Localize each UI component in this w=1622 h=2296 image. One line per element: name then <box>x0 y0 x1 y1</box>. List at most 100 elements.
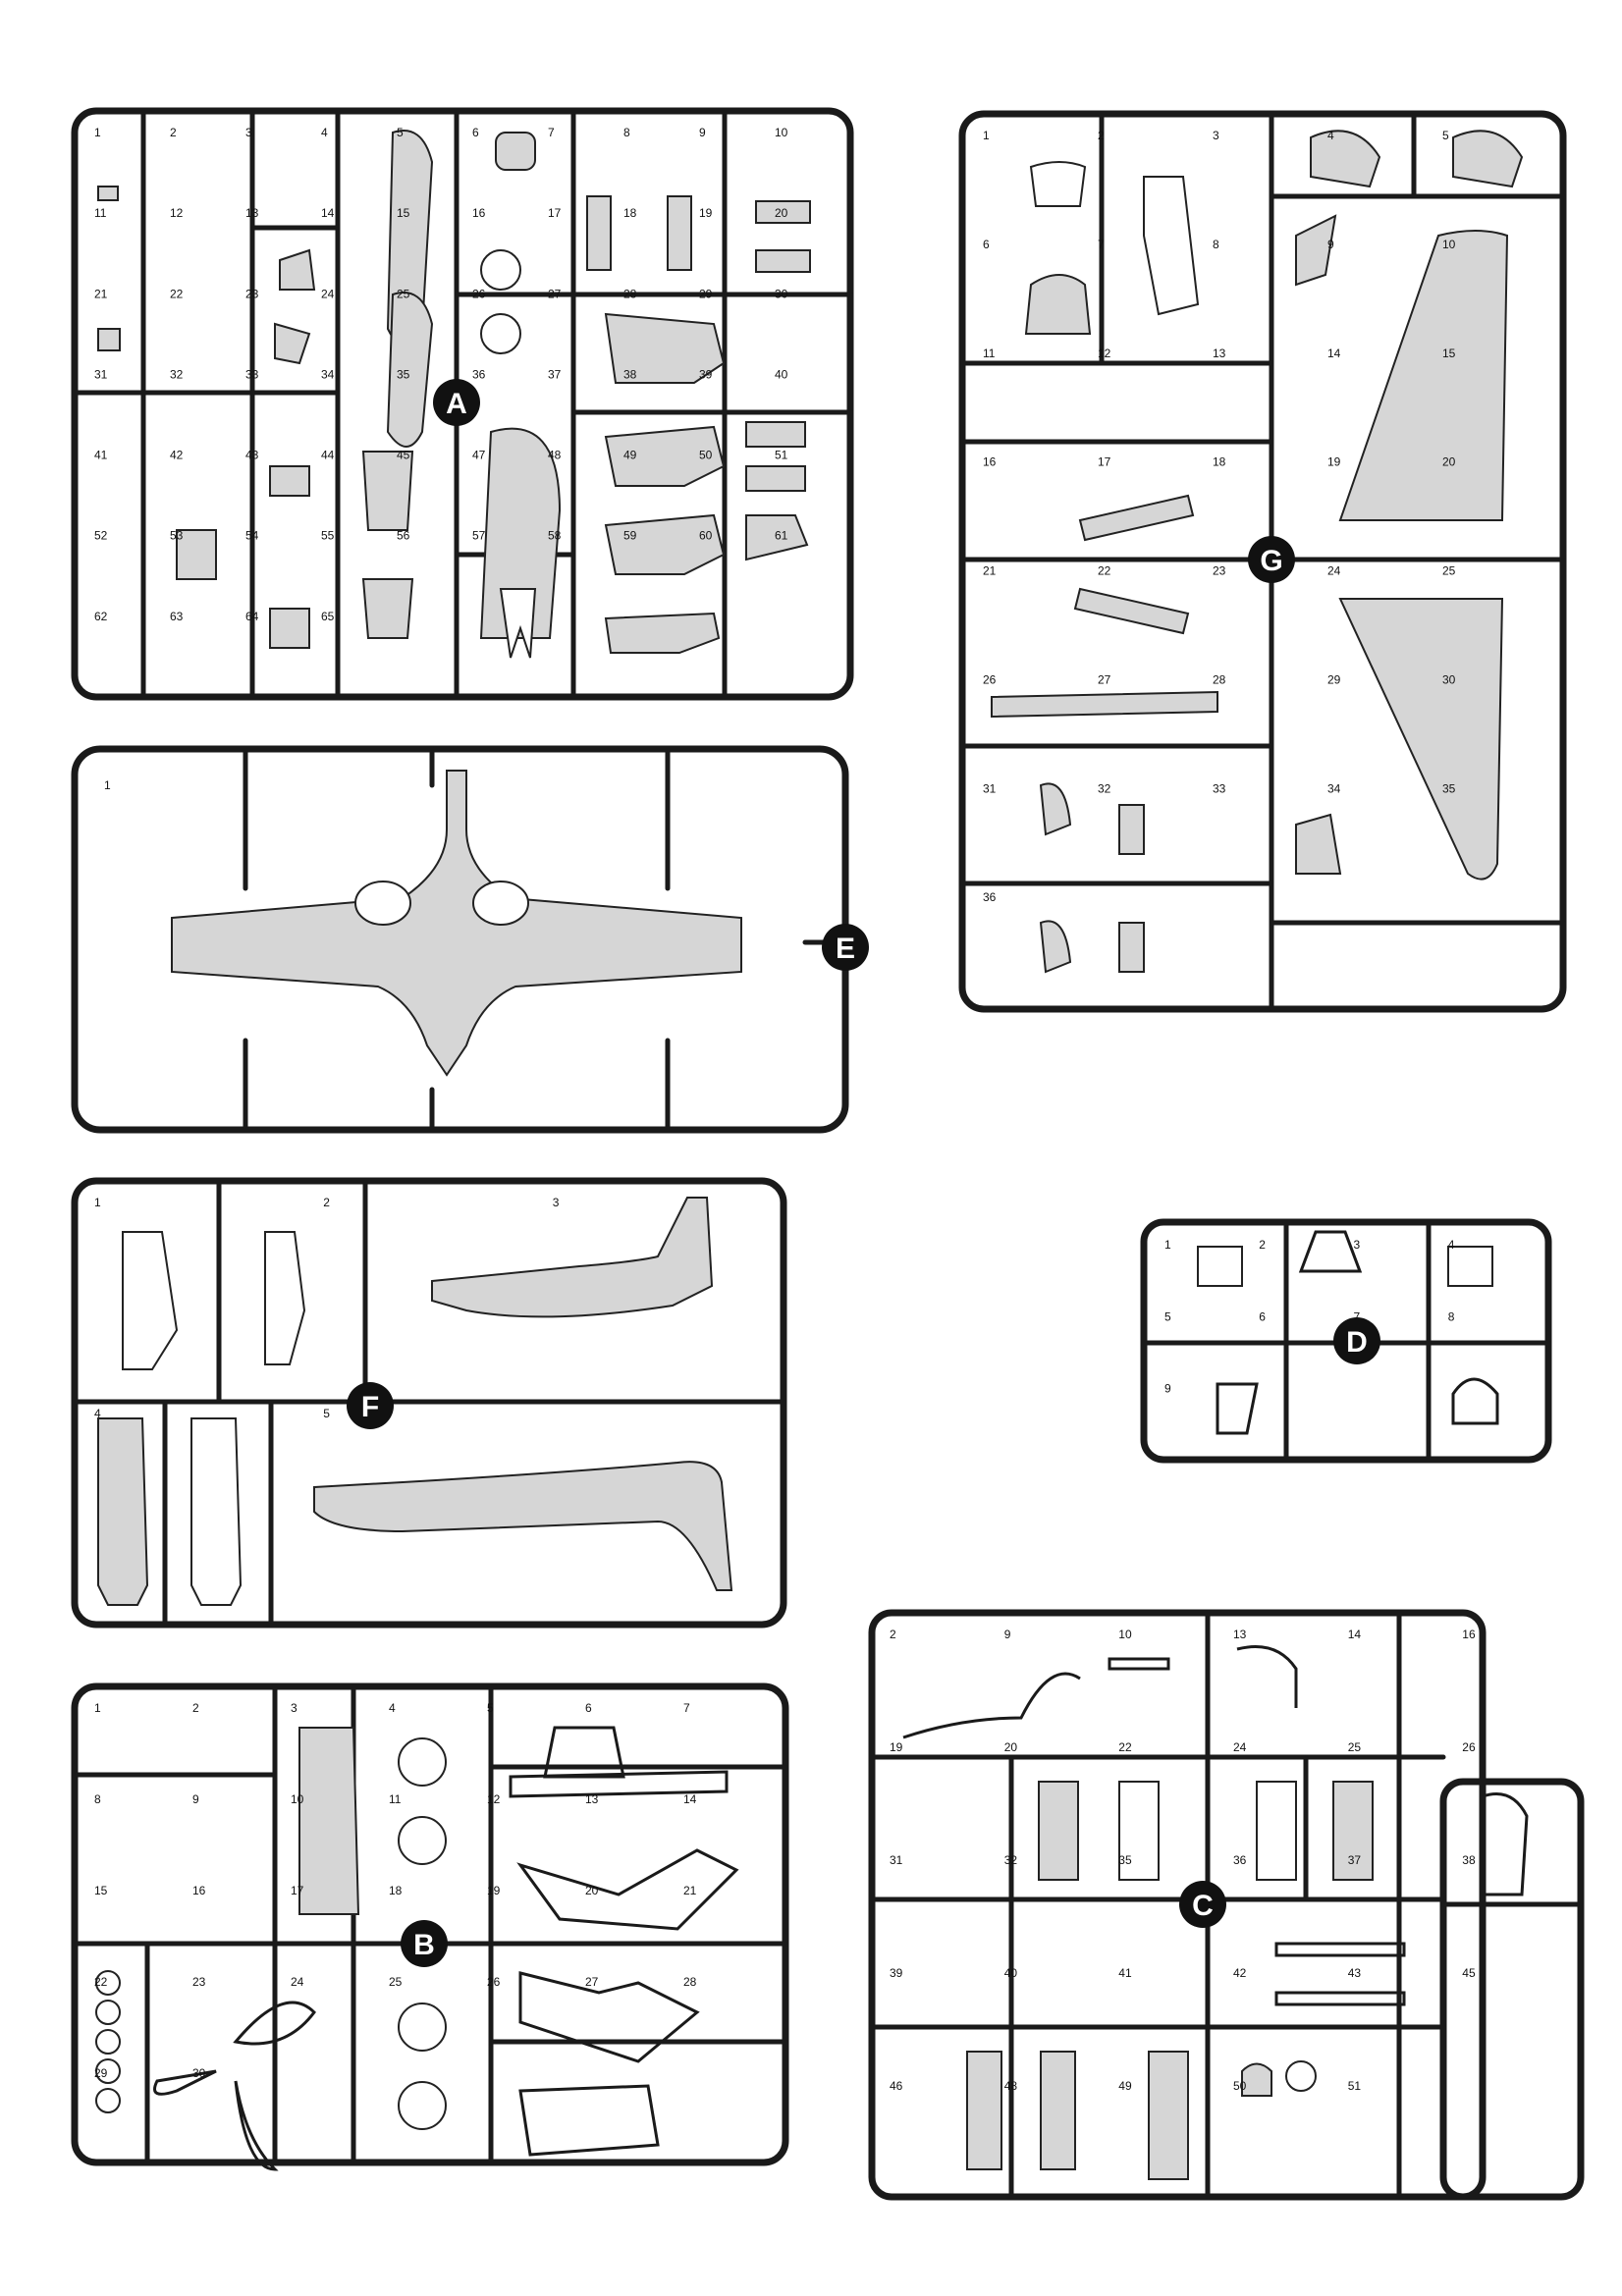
part-number-g-11: 11 <box>983 347 996 360</box>
part-number-b-27: 27 <box>585 1975 599 1989</box>
part-number-a-27: 27 <box>548 287 562 300</box>
part-number-d-6: 6 <box>1259 1309 1266 1323</box>
part-number-a-4: 4 <box>321 126 328 139</box>
part-number-a-36: 36 <box>472 367 486 381</box>
part-number-d-4: 4 <box>1448 1238 1455 1252</box>
part-number-a-62: 62 <box>94 610 108 623</box>
part-number-b-22: 22 <box>94 1975 108 1989</box>
part-number-f-4: 4 <box>94 1407 101 1420</box>
part-number-b-19: 19 <box>487 1884 501 1897</box>
part-number-a-8: 8 <box>623 126 630 139</box>
part-number-g-6: 6 <box>983 238 990 251</box>
part-number-c-36: 36 <box>1233 1853 1247 1867</box>
sprue-c-letter: C <box>1192 1890 1214 1922</box>
part-number-a-42: 42 <box>170 449 184 462</box>
sprue-e-letter: E <box>836 933 855 965</box>
part-number-c-40: 40 <box>1004 1966 1018 1980</box>
part-number-c-13: 13 <box>1233 1628 1247 1641</box>
part-number-a-23: 23 <box>245 287 259 300</box>
part-number-a-1: 1 <box>94 126 101 139</box>
part-number-a-56: 56 <box>397 529 410 543</box>
part-number-a-31: 31 <box>94 367 108 381</box>
part-number-c-32: 32 <box>1004 1853 1018 1867</box>
part-number-c-22: 22 <box>1118 1740 1132 1754</box>
sprue-d: D <box>1140 1218 1552 1464</box>
part-number-c-31: 31 <box>890 1853 903 1867</box>
part-number-b-30: 30 <box>192 2066 206 2080</box>
part-number-b-25: 25 <box>389 1975 403 1989</box>
part-number-a-52: 52 <box>94 529 108 543</box>
sprue-g: G <box>958 110 1567 1013</box>
part-number-a-39: 39 <box>699 367 713 381</box>
part-number-c-41: 41 <box>1118 1966 1132 1980</box>
part-number-g-31: 31 <box>983 781 997 795</box>
part-number-g-22: 22 <box>1098 564 1111 578</box>
part-number-b-29: 29 <box>94 2066 108 2080</box>
part-number-b-3: 3 <box>291 1701 297 1715</box>
part-number-a-6: 6 <box>472 126 479 139</box>
sprue-c: C <box>868 1609 1585 2201</box>
part-number-g-1: 1 <box>983 129 990 142</box>
part-number-g-17: 17 <box>1098 455 1111 469</box>
part-number-b-9: 9 <box>192 1792 199 1806</box>
part-number-b-16: 16 <box>192 1884 206 1897</box>
part-number-a-32: 32 <box>170 367 184 381</box>
part-number-f-5: 5 <box>323 1407 330 1420</box>
part-number-c-24: 24 <box>1233 1740 1247 1754</box>
part-number-a-26: 26 <box>472 287 486 300</box>
part-number-b-8: 8 <box>94 1792 101 1806</box>
part-number-a-14: 14 <box>321 206 335 220</box>
part-number-a-35: 35 <box>397 367 410 381</box>
part-number-g-4: 4 <box>1327 129 1334 142</box>
part-number-c-19: 19 <box>890 1740 903 1754</box>
part-number-a-50: 50 <box>699 449 713 462</box>
part-number-a-25: 25 <box>397 287 410 300</box>
part-number-b-1: 1 <box>94 1701 101 1715</box>
part-number-c-10: 10 <box>1118 1628 1132 1641</box>
part-number-a-51: 51 <box>775 449 788 462</box>
part-number-a-22: 22 <box>170 287 184 300</box>
part-number-g-14: 14 <box>1327 347 1341 360</box>
part-number-a-63: 63 <box>170 610 184 623</box>
part-number-b-21: 21 <box>683 1884 697 1897</box>
part-number-d-3: 3 <box>1354 1238 1361 1252</box>
part-number-c-50: 50 <box>1233 2079 1247 2093</box>
part-number-b-4: 4 <box>389 1701 396 1715</box>
part-number-c-46: 46 <box>890 2079 903 2093</box>
part-number-f-3: 3 <box>553 1196 560 1209</box>
part-number-a-47: 47 <box>472 449 486 462</box>
part-number-b-5: 5 <box>487 1701 494 1715</box>
part-number-a-18: 18 <box>623 206 637 220</box>
part-number-a-44: 44 <box>321 449 335 462</box>
part-number-f-2: 2 <box>323 1196 330 1209</box>
part-number-a-29: 29 <box>699 287 713 300</box>
part-number-c-51: 51 <box>1348 2079 1362 2093</box>
sprue-b: B <box>71 1682 789 2171</box>
part-number-b-6: 6 <box>585 1701 592 1715</box>
part-number-g-23: 23 <box>1213 564 1226 578</box>
part-number-g-27: 27 <box>1098 672 1111 686</box>
part-number-a-45: 45 <box>397 449 410 462</box>
part-number-a-12: 12 <box>170 206 184 220</box>
part-number-b-23: 23 <box>192 1975 206 1989</box>
part-number-a-40: 40 <box>775 367 788 381</box>
part-number-a-10: 10 <box>775 126 788 139</box>
part-number-a-65: 65 <box>321 610 335 623</box>
sprue-f: F <box>71 1177 787 1629</box>
part-number-g-24: 24 <box>1327 564 1341 578</box>
part-number-g-35: 35 <box>1442 781 1456 795</box>
part-number-g-25: 25 <box>1442 564 1456 578</box>
part-number-g-34: 34 <box>1327 781 1341 795</box>
part-number-g-3: 3 <box>1213 129 1219 142</box>
part-number-a-61: 61 <box>775 529 788 543</box>
part-number-b-7: 7 <box>683 1701 690 1715</box>
part-number-c-45: 45 <box>1462 1966 1476 1980</box>
part-number-c-25: 25 <box>1348 1740 1362 1754</box>
part-number-b-2: 2 <box>192 1701 199 1715</box>
part-number-d-7: 7 <box>1354 1309 1361 1323</box>
part-number-g-9: 9 <box>1327 238 1334 251</box>
part-number-f-1: 1 <box>94 1196 101 1209</box>
part-number-c-14: 14 <box>1348 1628 1362 1641</box>
part-number-g-5: 5 <box>1442 129 1449 142</box>
part-number-g-28: 28 <box>1213 672 1226 686</box>
